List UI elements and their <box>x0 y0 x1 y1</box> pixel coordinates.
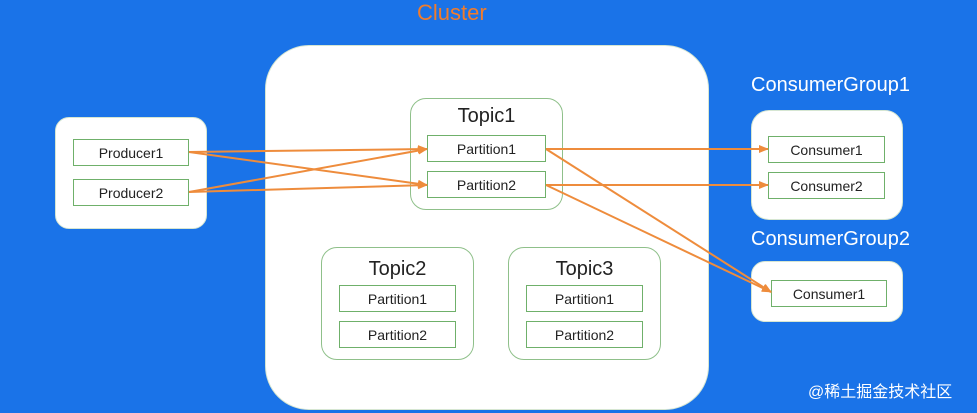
topic2-title: Topic2 <box>368 258 427 280</box>
arrow-producer2-partition1 <box>188 146 428 193</box>
producer-2: Producer2 <box>73 179 189 206</box>
group1-consumer2: Consumer2 <box>768 172 885 199</box>
group1-consumer1: Consumer1 <box>768 136 885 163</box>
topic2-partition2: Partition2 <box>339 321 456 348</box>
arrow-partition2-group2-consumer1 <box>545 184 772 293</box>
group2-consumer1: Consumer1 <box>771 280 887 307</box>
consumer-group2-label: ConsumerGroup2 <box>751 228 910 250</box>
site-watermark: @稀土掘金技术社区 <box>808 384 953 401</box>
topic1-title: Topic1 <box>457 105 516 127</box>
consumer-group1-panel <box>751 110 903 220</box>
consumer-group1-label: ConsumerGroup1 <box>751 74 910 96</box>
topic2-partition1: Partition1 <box>339 285 456 312</box>
topic1-partition2: Partition2 <box>427 171 546 198</box>
arrow-producer1-partition1 <box>188 145 428 154</box>
arrow-producer2-partition2 <box>188 181 428 193</box>
topic3-partition1: Partition1 <box>526 285 643 312</box>
arrow-partition1-group2-consumer1 <box>545 148 772 293</box>
producer-panel <box>55 117 207 229</box>
topic1-partition1: Partition1 <box>427 135 546 162</box>
arrow-producer1-partition2 <box>188 151 428 188</box>
cluster-label: Cluster <box>417 0 487 25</box>
topic3-partition2: Partition2 <box>526 321 643 348</box>
producer-1: Producer1 <box>73 139 189 166</box>
topic3-title: Topic3 <box>555 258 614 280</box>
